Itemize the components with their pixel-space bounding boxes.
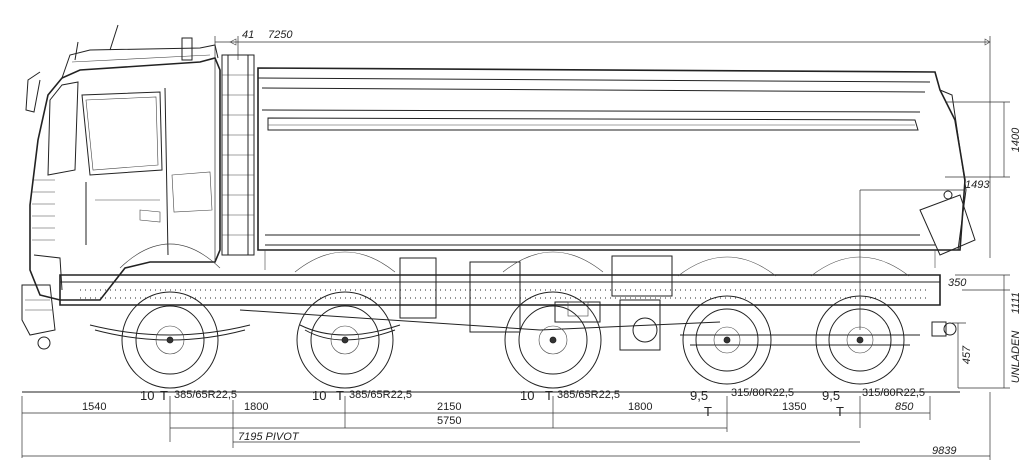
dim-overall-length: 9839 <box>932 445 956 457</box>
wheel-axle-4 <box>677 256 777 385</box>
chassis-frame <box>59 255 957 351</box>
axle-2-unit: T <box>336 388 344 403</box>
dim-rear-frame: 350 <box>948 277 967 289</box>
axle-4-load: 9,5 <box>690 388 708 403</box>
axle-3-unit: T <box>545 388 553 403</box>
axle-3-load: 10 <box>520 388 534 403</box>
axle-4-tyre: 315/80R22,5 <box>731 387 794 399</box>
axle-1-load: 10 <box>140 388 154 403</box>
dimension-lines <box>21 36 1010 460</box>
dim-rear-overhang: 1493 <box>965 179 990 191</box>
dimension-labels: 41 7250 1400 1493 350 1111 UNLADEN 457 1… <box>82 29 1022 457</box>
wheel-axle-3 <box>502 251 604 389</box>
wheel-axle-2 <box>294 251 396 389</box>
dim-spacing-2: 1800 <box>244 401 268 413</box>
axle-3-tyre: 385/65R22,5 <box>557 389 620 401</box>
axle-5-unit: T <box>836 404 844 419</box>
tipper-body <box>257 67 976 270</box>
dim-spacing-5: 1350 <box>782 401 806 413</box>
dim-rear-end: 850 <box>895 401 914 413</box>
axle-5-tyre: 315/80R22,5 <box>862 387 925 399</box>
dim-spacing-3: 2150 <box>437 401 461 413</box>
axle-5-load: 9,5 <box>822 388 840 403</box>
axle-2-tyre: 385/65R22,5 <box>349 389 412 401</box>
axle-labels: 10 T 385/65R22,5 10 T 385/65R22,5 10 T 3… <box>140 387 925 419</box>
dim-frame-height: 1111 <box>1010 292 1022 314</box>
axle-4-unit: T <box>704 404 712 419</box>
dim-top-small: 41 <box>242 29 254 41</box>
truck-cab <box>21 24 221 350</box>
wheels <box>119 243 910 389</box>
dim-spacing-1: 1540 <box>82 401 106 413</box>
dim-body-height: 1400 <box>1010 127 1022 152</box>
axle-2-load: 10 <box>312 388 326 403</box>
dim-unladen: UNLADEN <box>1010 331 1022 384</box>
cab-ladder <box>221 54 255 256</box>
axle-1-unit: T <box>160 388 168 403</box>
axle-1-tyre: 385/65R22,5 <box>174 389 237 401</box>
dim-wheelbase-total: 5750 <box>437 415 461 427</box>
dim-hitch-height: 457 <box>961 345 973 364</box>
wheel-axle-1 <box>119 243 221 389</box>
dim-top-length: 7250 <box>268 29 293 41</box>
dim-spacing-4: 1800 <box>628 401 652 413</box>
dim-pivot: 7195 PIVOT <box>238 431 300 443</box>
